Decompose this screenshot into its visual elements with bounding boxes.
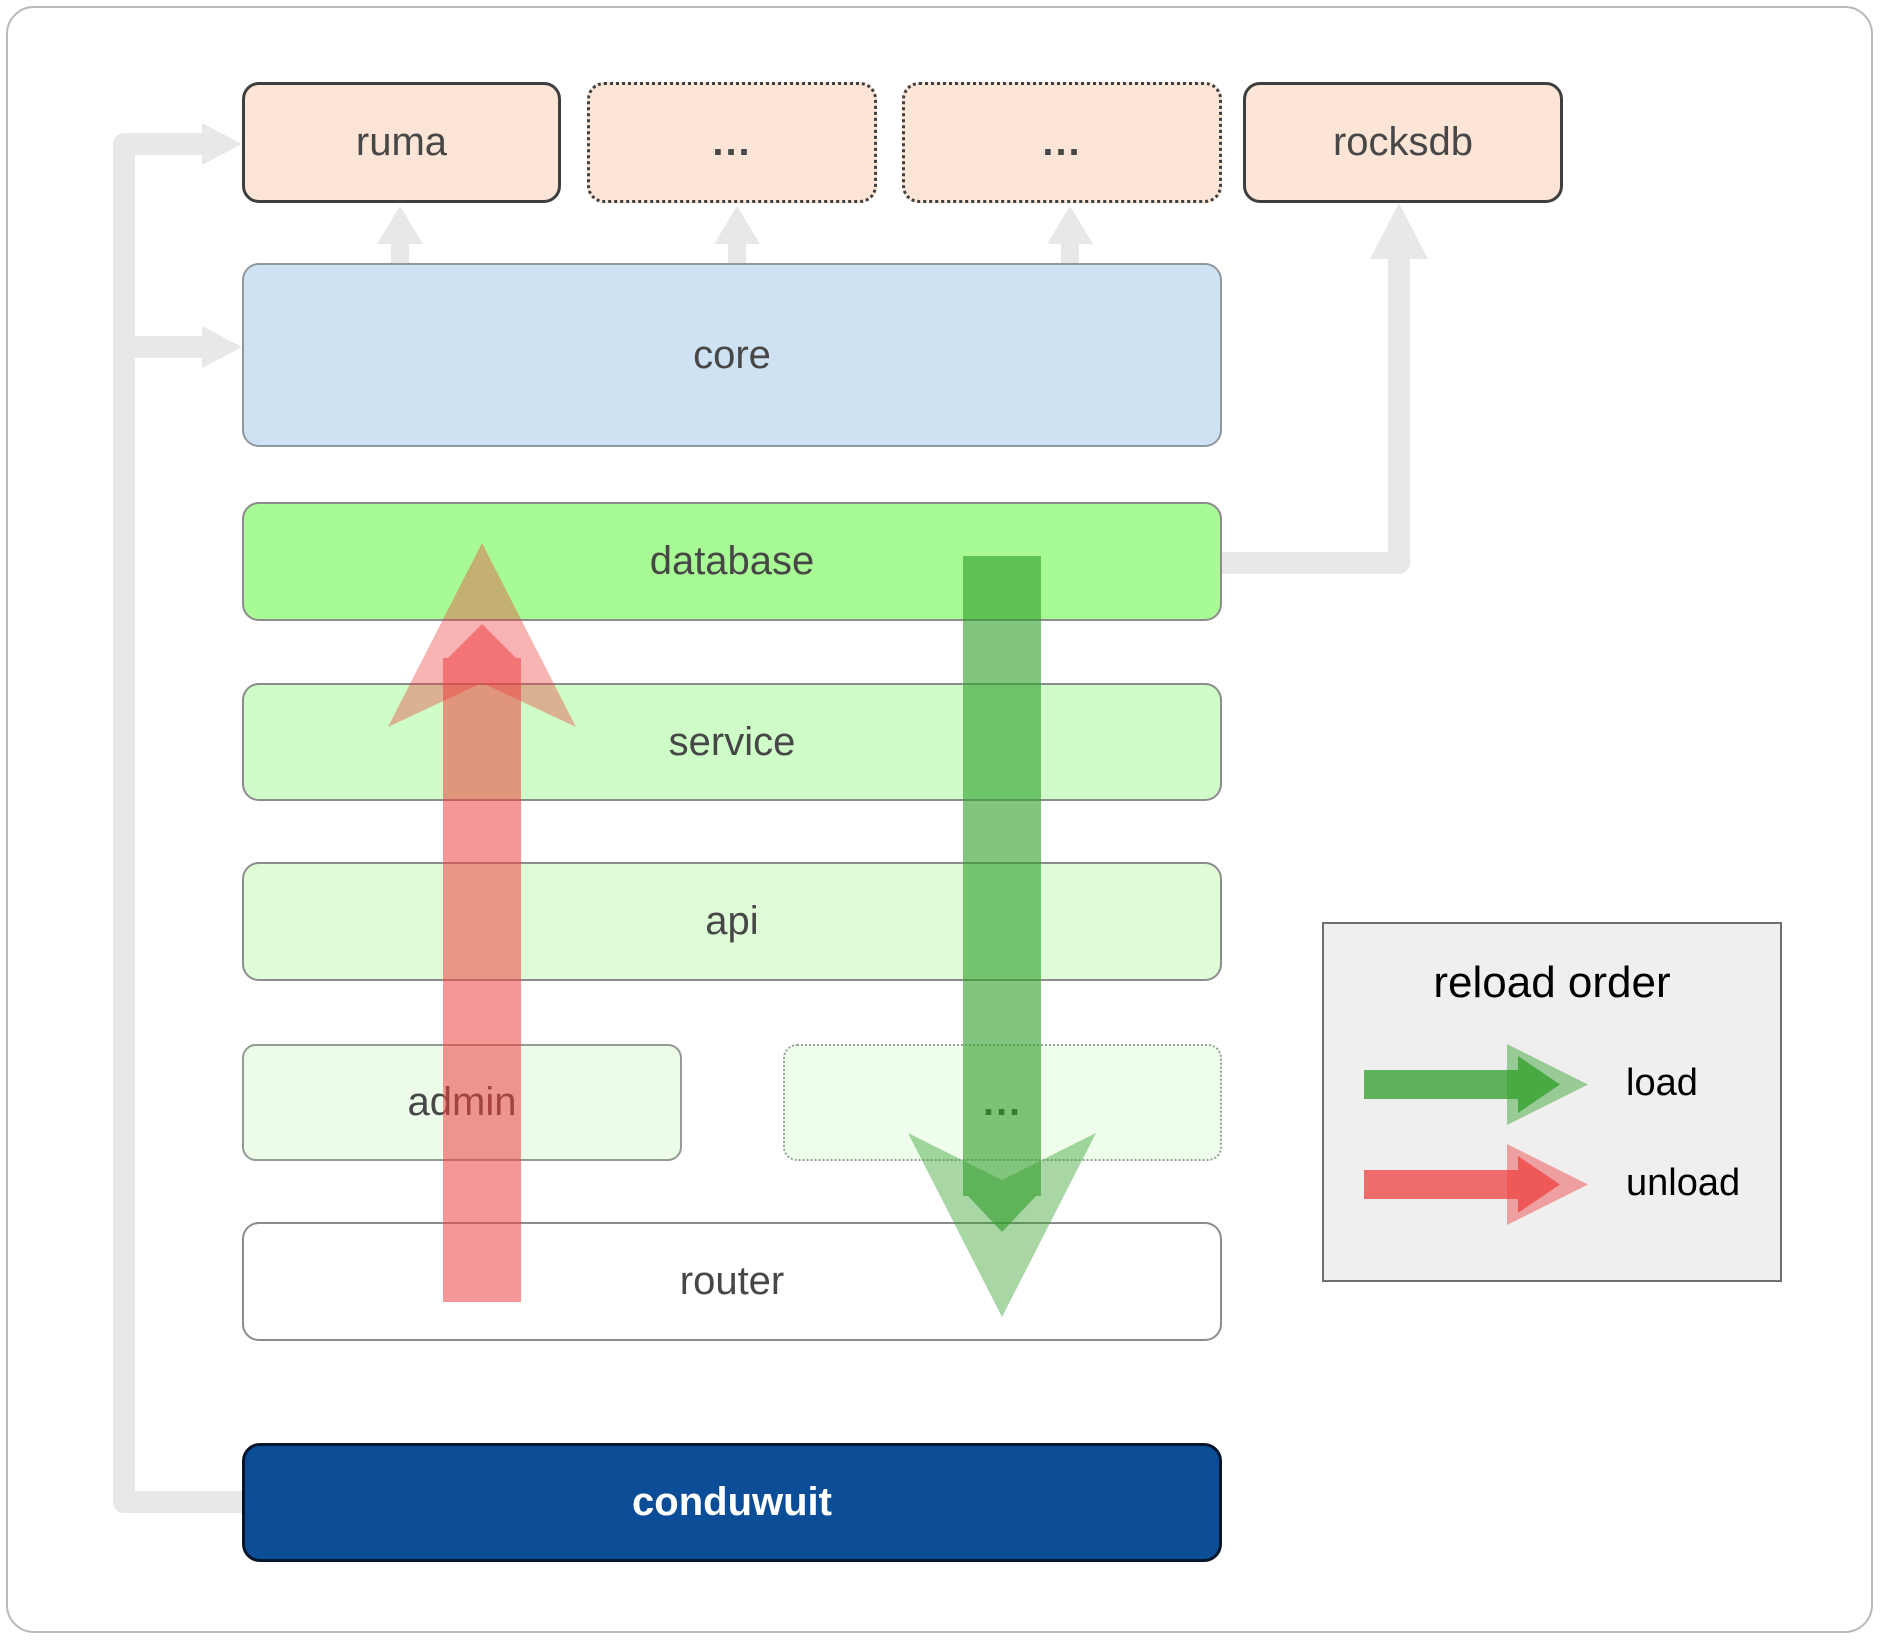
node-service: service	[242, 683, 1222, 801]
database-to-rocksdb-connector	[1222, 245, 1410, 574]
node-router-label: router	[679, 1259, 785, 1303]
node-admin: admin	[242, 1044, 682, 1161]
node-database-label: database	[649, 539, 815, 583]
legend-load-arrow	[1364, 1044, 1588, 1125]
node-dependency-more-1: ...	[587, 82, 877, 203]
node-conduwuit-label: conduwuit	[632, 1480, 832, 1524]
legend-unload-arrow	[1364, 1144, 1588, 1225]
node-ruma: ruma	[242, 82, 561, 203]
node-admin-label: admin	[407, 1080, 517, 1124]
arrowhead-into-rocksdb	[1370, 203, 1428, 259]
node-conduwuit: conduwuit	[242, 1443, 1222, 1562]
legend-arrows	[1364, 1044, 1588, 1225]
legend-item-unload: unload	[1626, 1162, 1741, 1204]
node-api-label: api	[705, 899, 759, 943]
node-core-label: core	[693, 332, 771, 377]
arrowhead-into-ruma	[202, 123, 242, 165]
node-admin-more: ...	[783, 1044, 1222, 1161]
core-to-ruma-arrow	[377, 206, 423, 266]
node-dependency-more-2: ...	[902, 82, 1222, 203]
node-dependency-more-1-label: ...	[712, 120, 752, 164]
node-rocksdb-label: rocksdb	[1332, 120, 1474, 164]
node-api: api	[242, 862, 1222, 981]
arrowhead-into-core	[202, 326, 242, 368]
core-to-dep1-arrow	[714, 206, 760, 266]
node-dependency-more-2-label: ...	[1042, 120, 1082, 164]
node-ruma-label: ruma	[355, 120, 448, 164]
legend-item-load: load	[1626, 1062, 1698, 1104]
node-router: router	[242, 1222, 1222, 1341]
legend-title: reload order	[1433, 958, 1671, 1007]
conduwuit-to-ruma-connector	[113, 133, 242, 1513]
node-database: database	[242, 502, 1222, 621]
legend-panel: reload order load unload	[1322, 922, 1782, 1282]
node-service-label: service	[668, 719, 796, 764]
core-to-dep2-arrow	[1047, 206, 1093, 266]
node-rocksdb: rocksdb	[1243, 82, 1563, 203]
node-admin-more-label: ...	[982, 1080, 1023, 1124]
node-core: core	[242, 263, 1222, 447]
